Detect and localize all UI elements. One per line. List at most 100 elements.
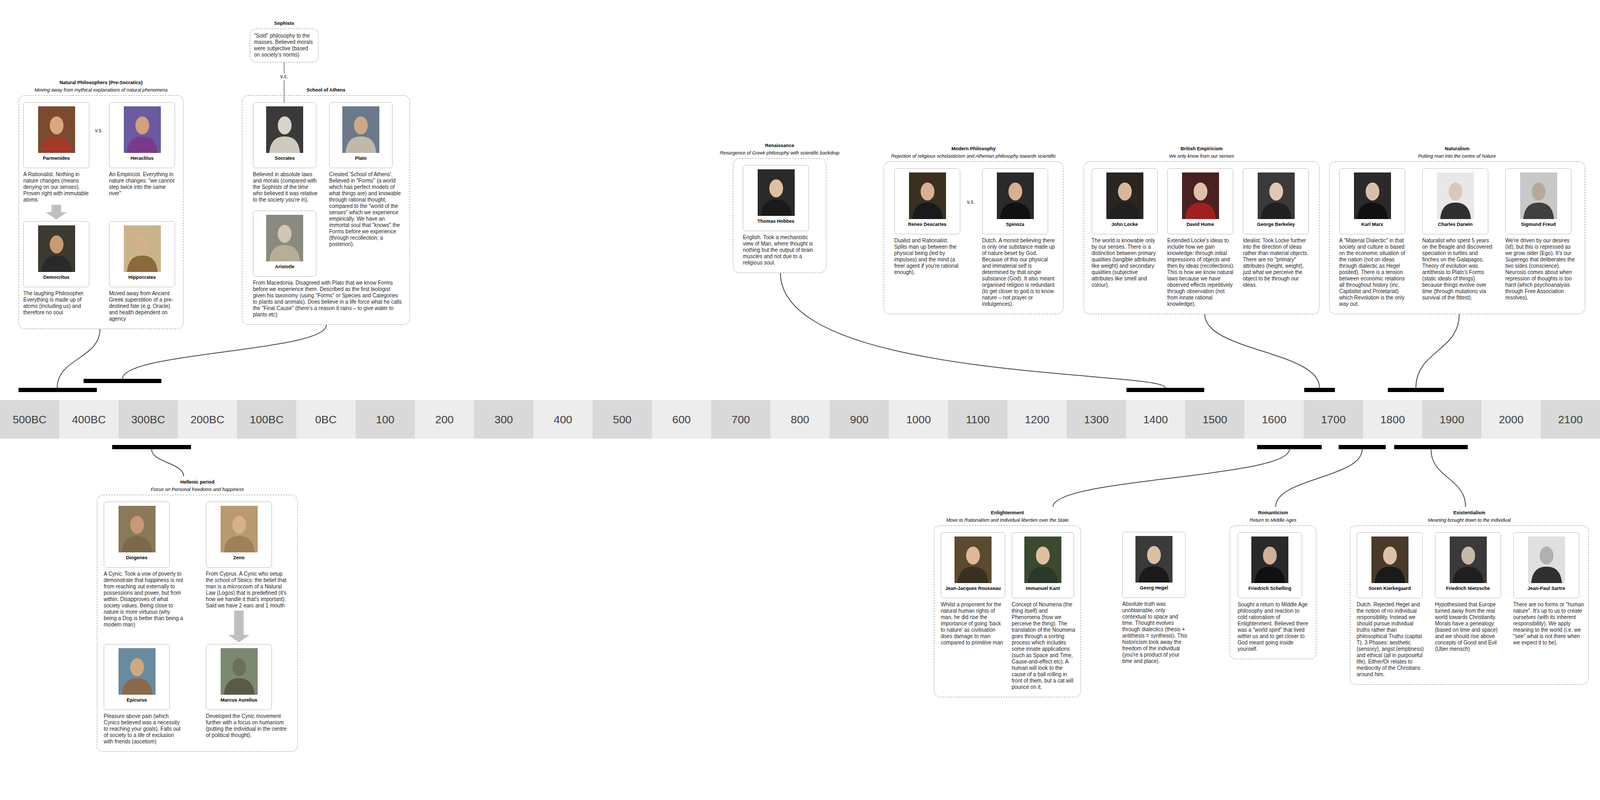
timeline-cell: 1600 [1244, 400, 1304, 439]
person-node: Charles DarwinNaturalist who spent 5 yea… [1422, 168, 1494, 302]
portrait-face [130, 658, 144, 677]
portrait [1257, 172, 1295, 220]
person-node: George BerkeleyIdealist. Took Locke furt… [1242, 168, 1313, 289]
heading-text: Existentialism [1428, 510, 1512, 516]
versus-label: v.s. [965, 198, 977, 206]
group-box: ExistentialismMeaning brought down to th… [1349, 525, 1589, 685]
group-heading: ExistentialismMeaning brought down to th… [1428, 510, 1512, 526]
portrait-body [121, 678, 153, 695]
portrait-face [1008, 182, 1023, 201]
person-description: Created 'School of Athens'. Believed in … [329, 171, 406, 248]
person-name: Jean-Jacques Rousseau [943, 585, 1003, 592]
portrait-card: Diogenes [103, 501, 170, 568]
person-name: Friedrich Schelling [1240, 585, 1300, 592]
subtitle-text: We only know from our senses [1169, 153, 1235, 160]
portrait-face [769, 179, 784, 198]
year-label: 200 [434, 413, 454, 426]
portrait-body [1000, 202, 1031, 220]
portrait-card: Soren Kierkegaard [1356, 532, 1423, 599]
group-box: NaturalismPutting man into the centre of… [1329, 161, 1586, 315]
person-name: Aristotle [255, 264, 314, 270]
person-description: A "Material Dialectic" in that society a… [1339, 237, 1411, 308]
connector-line [283, 62, 285, 103]
portrait-face [1147, 546, 1161, 565]
heading-text: Renaissance [719, 142, 840, 149]
timeline-cell: 1700 [1303, 400, 1363, 439]
portrait-face [966, 546, 980, 565]
subtitle-text: Putting man into the centre of Nature [1417, 153, 1496, 160]
timeline-cell: 1400 [1125, 400, 1186, 439]
person-node: Friedrich SchellingSought a return to Mi… [1237, 532, 1310, 653]
person-name: Georg Hegel [1124, 585, 1184, 592]
portrait [1528, 536, 1566, 584]
portrait-ground [118, 648, 156, 695]
group-heading: British EmpiricismWe only know from our … [1169, 146, 1235, 162]
portrait-body [912, 202, 943, 220]
portrait-body [1523, 202, 1554, 220]
versus-label: v.s. [278, 73, 290, 80]
year-label: 900 [849, 413, 869, 426]
person-node: SpinozaDutch. A monist believing there i… [982, 168, 1056, 308]
leader-line [122, 324, 327, 379]
portrait-body [41, 136, 72, 153]
person-description: English. Took a mechanistic view of Man,… [742, 234, 817, 267]
portrait [1106, 172, 1144, 220]
portrait-face [135, 235, 150, 254]
portrait [38, 225, 76, 272]
year-label: 1600 [1261, 413, 1287, 426]
portrait-ground [1024, 536, 1062, 584]
timeline-bar [1126, 387, 1205, 393]
leader-line [1275, 449, 1363, 507]
group-heading: RenaissanceResurgence of Greek philosoph… [719, 142, 840, 159]
portrait [1520, 172, 1558, 220]
portrait-body [223, 535, 255, 553]
subtitle-text: Moving away from mythical explanations o… [34, 87, 168, 94]
portrait-ground [757, 169, 795, 216]
person-name: Democritus [25, 274, 87, 281]
year-label: 1400 [1143, 413, 1169, 426]
group-box: RenaissanceResurgence of Greek philosoph… [732, 158, 827, 274]
portrait-ground [1520, 172, 1558, 220]
timeline-cell: 500 [592, 400, 652, 439]
timeline-cell: 2100 [1540, 400, 1600, 439]
person-node: Immanuel KantConcept of Noumena (the thi… [1011, 532, 1077, 691]
person-name: Charles Darwin [1424, 221, 1486, 228]
subtitle-text: Resurgence of Greek philosophy with scie… [719, 150, 840, 157]
person-description: An Empiricist. Everything in nature chan… [108, 171, 176, 197]
person-node: Renes DescartesDualist and Rationalist. … [894, 168, 961, 276]
portrait [1437, 172, 1475, 220]
portrait-face [1531, 182, 1546, 201]
leader-line [1431, 449, 1467, 507]
timeline-bar [1338, 444, 1386, 450]
group-box: Hellenic periodFocus on Personal freedom… [96, 494, 298, 752]
portrait-body [1109, 202, 1141, 220]
portrait-ground [38, 106, 76, 153]
group-heading: Hellenic periodFocus on Personal freedom… [150, 479, 244, 496]
timeline-cell: 1900 [1422, 400, 1482, 439]
person-node: DiogenesA Cynic. Took a vow of poverty t… [103, 501, 185, 629]
person-description: A Cynic. Took a vow of poverty to demons… [103, 570, 185, 629]
timeline-bar [1257, 444, 1322, 450]
portrait-face [920, 182, 935, 201]
year-label: 1000 [906, 413, 932, 426]
person-name: Heraclitus [111, 155, 173, 162]
portrait-face [1383, 546, 1397, 565]
timeline-cell: 400BC [59, 400, 119, 439]
portrait [757, 169, 795, 216]
portrait-face [353, 116, 368, 135]
person-node: Sigmund FreudWe're driven by our desires… [1505, 168, 1578, 302]
portrait-ground [996, 172, 1034, 220]
portrait-ground [220, 505, 258, 553]
portrait-ground [266, 106, 304, 153]
heading-text: Natural Philosophers (Pre-Socratics) [34, 79, 168, 86]
portrait-card: George Berkeley [1242, 168, 1309, 235]
year-label: 1700 [1321, 413, 1347, 426]
timeline-cell: 700 [711, 400, 771, 439]
subtitle-text: Meaning brought down to the individual [1428, 517, 1512, 524]
portrait-ground [1371, 536, 1409, 584]
person-description: Dualist and Rationalist. Splits man up b… [894, 237, 961, 276]
person-name: Thomas Hobbes [745, 218, 807, 225]
timeline-cell: 300 [474, 400, 534, 439]
year-label: 300 [494, 413, 513, 426]
portrait-card: Hippocrates [108, 221, 176, 288]
